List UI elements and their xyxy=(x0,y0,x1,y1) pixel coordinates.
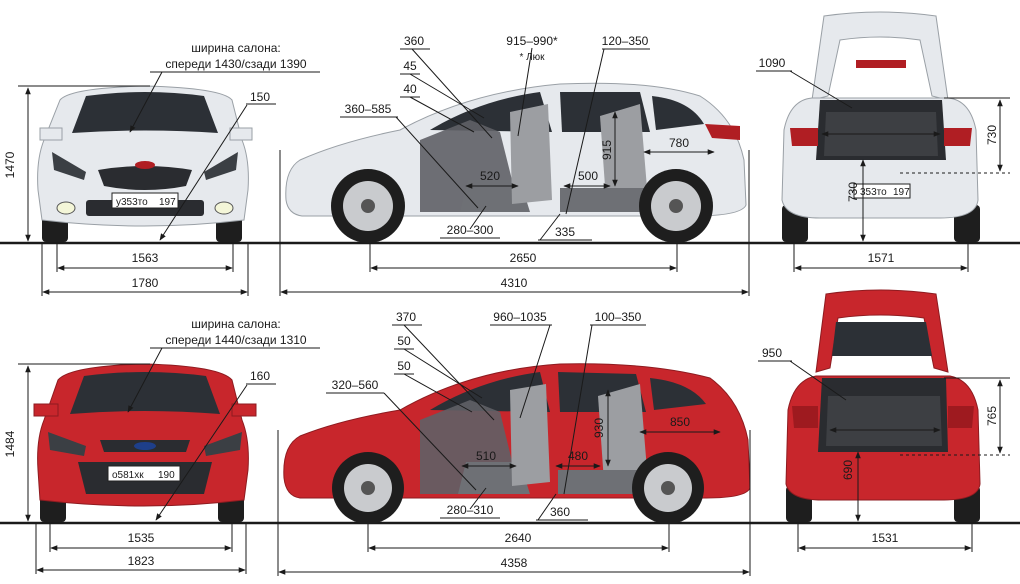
kia-side-280-300: 280–300 xyxy=(447,223,494,237)
kia-side-40: 40 xyxy=(403,82,417,96)
ford-side-280-310: 280–310 xyxy=(447,503,494,517)
kia-side-360: 360 xyxy=(404,34,424,48)
kia-front-view xyxy=(37,85,253,242)
kia-sill-height-value: 730 xyxy=(846,182,860,202)
kia-front-plate-text: у353то xyxy=(116,197,148,208)
ford-side-360: 360 xyxy=(550,505,570,519)
ford-cabin-width-label: ширина салона: xyxy=(191,317,280,331)
kia-side-500: 500 xyxy=(578,169,598,183)
kia-height-value: 1470 xyxy=(3,151,17,178)
kia-side-view xyxy=(285,82,747,243)
kia-side-45: 45 xyxy=(403,59,417,73)
ford-wheelbase-value: 2640 xyxy=(505,531,532,545)
ford-front-plate-text: о581хк xyxy=(112,470,144,481)
ford-side-850: 850 xyxy=(670,415,690,429)
ford-front-view xyxy=(33,363,257,522)
kia-rear-track-value: 1571 xyxy=(868,251,895,265)
kia-wheelbase-value: 2650 xyxy=(510,251,537,265)
ford-width-value: 1823 xyxy=(128,554,155,568)
ford-side-480: 480 xyxy=(568,449,588,463)
kia-trunk-width-value: 1090 xyxy=(759,56,786,70)
kia-cabin-width-values: спереди 1430/сзади 1390 xyxy=(165,57,307,71)
ford-rear-track-value: 1531 xyxy=(872,531,899,545)
ford-side-50a: 50 xyxy=(397,334,411,348)
kia-rear-view xyxy=(781,11,980,242)
ford-side-320-560: 320–560 xyxy=(332,378,379,392)
kia-side-520: 520 xyxy=(480,169,500,183)
ford-side-930: 930 xyxy=(592,418,606,438)
kia-side-915: 915 xyxy=(600,140,614,160)
ford-rear-view xyxy=(785,289,981,522)
kia-cabin-width-label: ширина салона: xyxy=(191,41,280,55)
kia-side-915-990: 915–990* xyxy=(506,34,558,48)
kia-side-780: 780 xyxy=(669,136,689,150)
kia-width-value: 1780 xyxy=(132,276,159,290)
kia-side-335: 335 xyxy=(555,225,575,239)
ford-side-510: 510 xyxy=(476,449,496,463)
kia-side-120-350: 120–350 xyxy=(602,34,649,48)
ford-side-50b: 50 xyxy=(397,359,411,373)
ford-side-100-350: 100–350 xyxy=(595,310,642,324)
ford-trunk-opening-value: 765 xyxy=(985,406,999,426)
kia-front-track-value: 1563 xyxy=(132,251,159,265)
ford-length-value: 4358 xyxy=(501,556,528,570)
ford-height-value: 1484 xyxy=(3,430,17,457)
ford-side-370: 370 xyxy=(396,310,416,324)
kia-side-360-585: 360–585 xyxy=(345,102,392,116)
ford-clearance-value: 160 xyxy=(250,369,270,383)
kia-rear-plate-text: 353то xyxy=(860,187,887,198)
ford-cabin-width-values: спереди 1440/сзади 1310 xyxy=(165,333,307,347)
kia-front-plate xyxy=(111,192,179,209)
kia-side-luk-note: * Люк xyxy=(519,52,545,63)
kia-front-plate-region: 197 xyxy=(159,197,176,208)
ford-front-plate-region: 190 xyxy=(158,470,175,481)
ford-side-view xyxy=(283,363,751,524)
kia-rear-plate-region: 197 xyxy=(893,187,910,198)
ford-front-track-value: 1535 xyxy=(128,531,155,545)
kia-trunk-opening-value: 730 xyxy=(985,125,999,145)
ford-sill-height-value: 690 xyxy=(841,460,855,480)
ford-trunk-width-value: 950 xyxy=(762,346,782,360)
kia-clearance-value: 150 xyxy=(250,90,270,104)
ford-side-960-1035: 960–1035 xyxy=(493,310,547,324)
kia-length-value: 4310 xyxy=(501,276,528,290)
